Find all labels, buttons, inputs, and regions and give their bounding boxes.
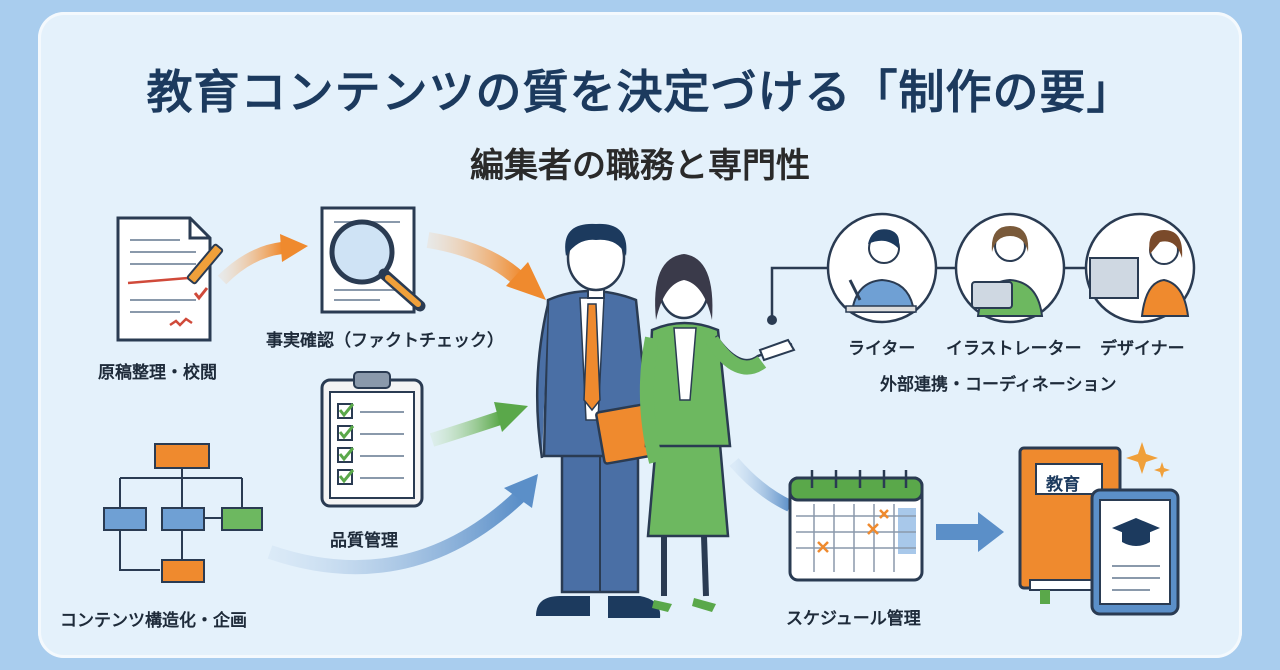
editor-woman-figure xyxy=(639,254,796,612)
arrow-green-head xyxy=(494,402,528,432)
arrow-orange-1 xyxy=(217,242,283,285)
editor-man-figure xyxy=(535,223,661,618)
arrow-orange-2-head xyxy=(506,262,546,300)
textbook-tablet-icon xyxy=(1018,442,1180,616)
writer-avatar xyxy=(826,212,938,324)
illustrator-avatar xyxy=(954,212,1066,324)
magnifier-document-icon xyxy=(320,206,426,314)
arrow-calendar-to-book xyxy=(936,512,1004,552)
flowchart-icon xyxy=(103,443,263,583)
label-illustrator: イラストレーター xyxy=(946,339,1082,359)
label-proofreading: 原稿整理・校閲 xyxy=(98,363,217,383)
arrow-orange-1-head xyxy=(280,234,308,262)
label-schedule: スケジュール管理 xyxy=(786,609,921,629)
label-quality: 品質管理 xyxy=(330,531,398,551)
designer-avatar xyxy=(1084,212,1196,324)
label-designer: デザイナー xyxy=(1100,339,1185,359)
arrow-green xyxy=(429,411,503,447)
arrow-blue-to-calendar xyxy=(729,458,793,512)
label-fact-check: 事実確認（ファクトチェック） xyxy=(266,331,504,351)
book-label: 教育 xyxy=(1046,475,1080,495)
main-title: 教育コンテンツの質を決定づける「制作の要」 xyxy=(146,65,1134,119)
arrow-blue-curve xyxy=(267,490,525,575)
label-structure: コンテンツ構造化・企画 xyxy=(60,611,247,631)
label-coordination: 外部連携・コーディネーション xyxy=(880,375,1117,395)
calendar-icon xyxy=(788,470,924,582)
subtitle: 編集者の職務と専門性 xyxy=(470,146,810,186)
label-writer: ライター xyxy=(848,339,916,359)
document-edit-icon xyxy=(116,216,224,342)
arrow-orange-2 xyxy=(426,232,528,288)
clipboard-checklist-icon xyxy=(320,371,424,508)
arrow-blue-curve-head xyxy=(504,474,538,508)
